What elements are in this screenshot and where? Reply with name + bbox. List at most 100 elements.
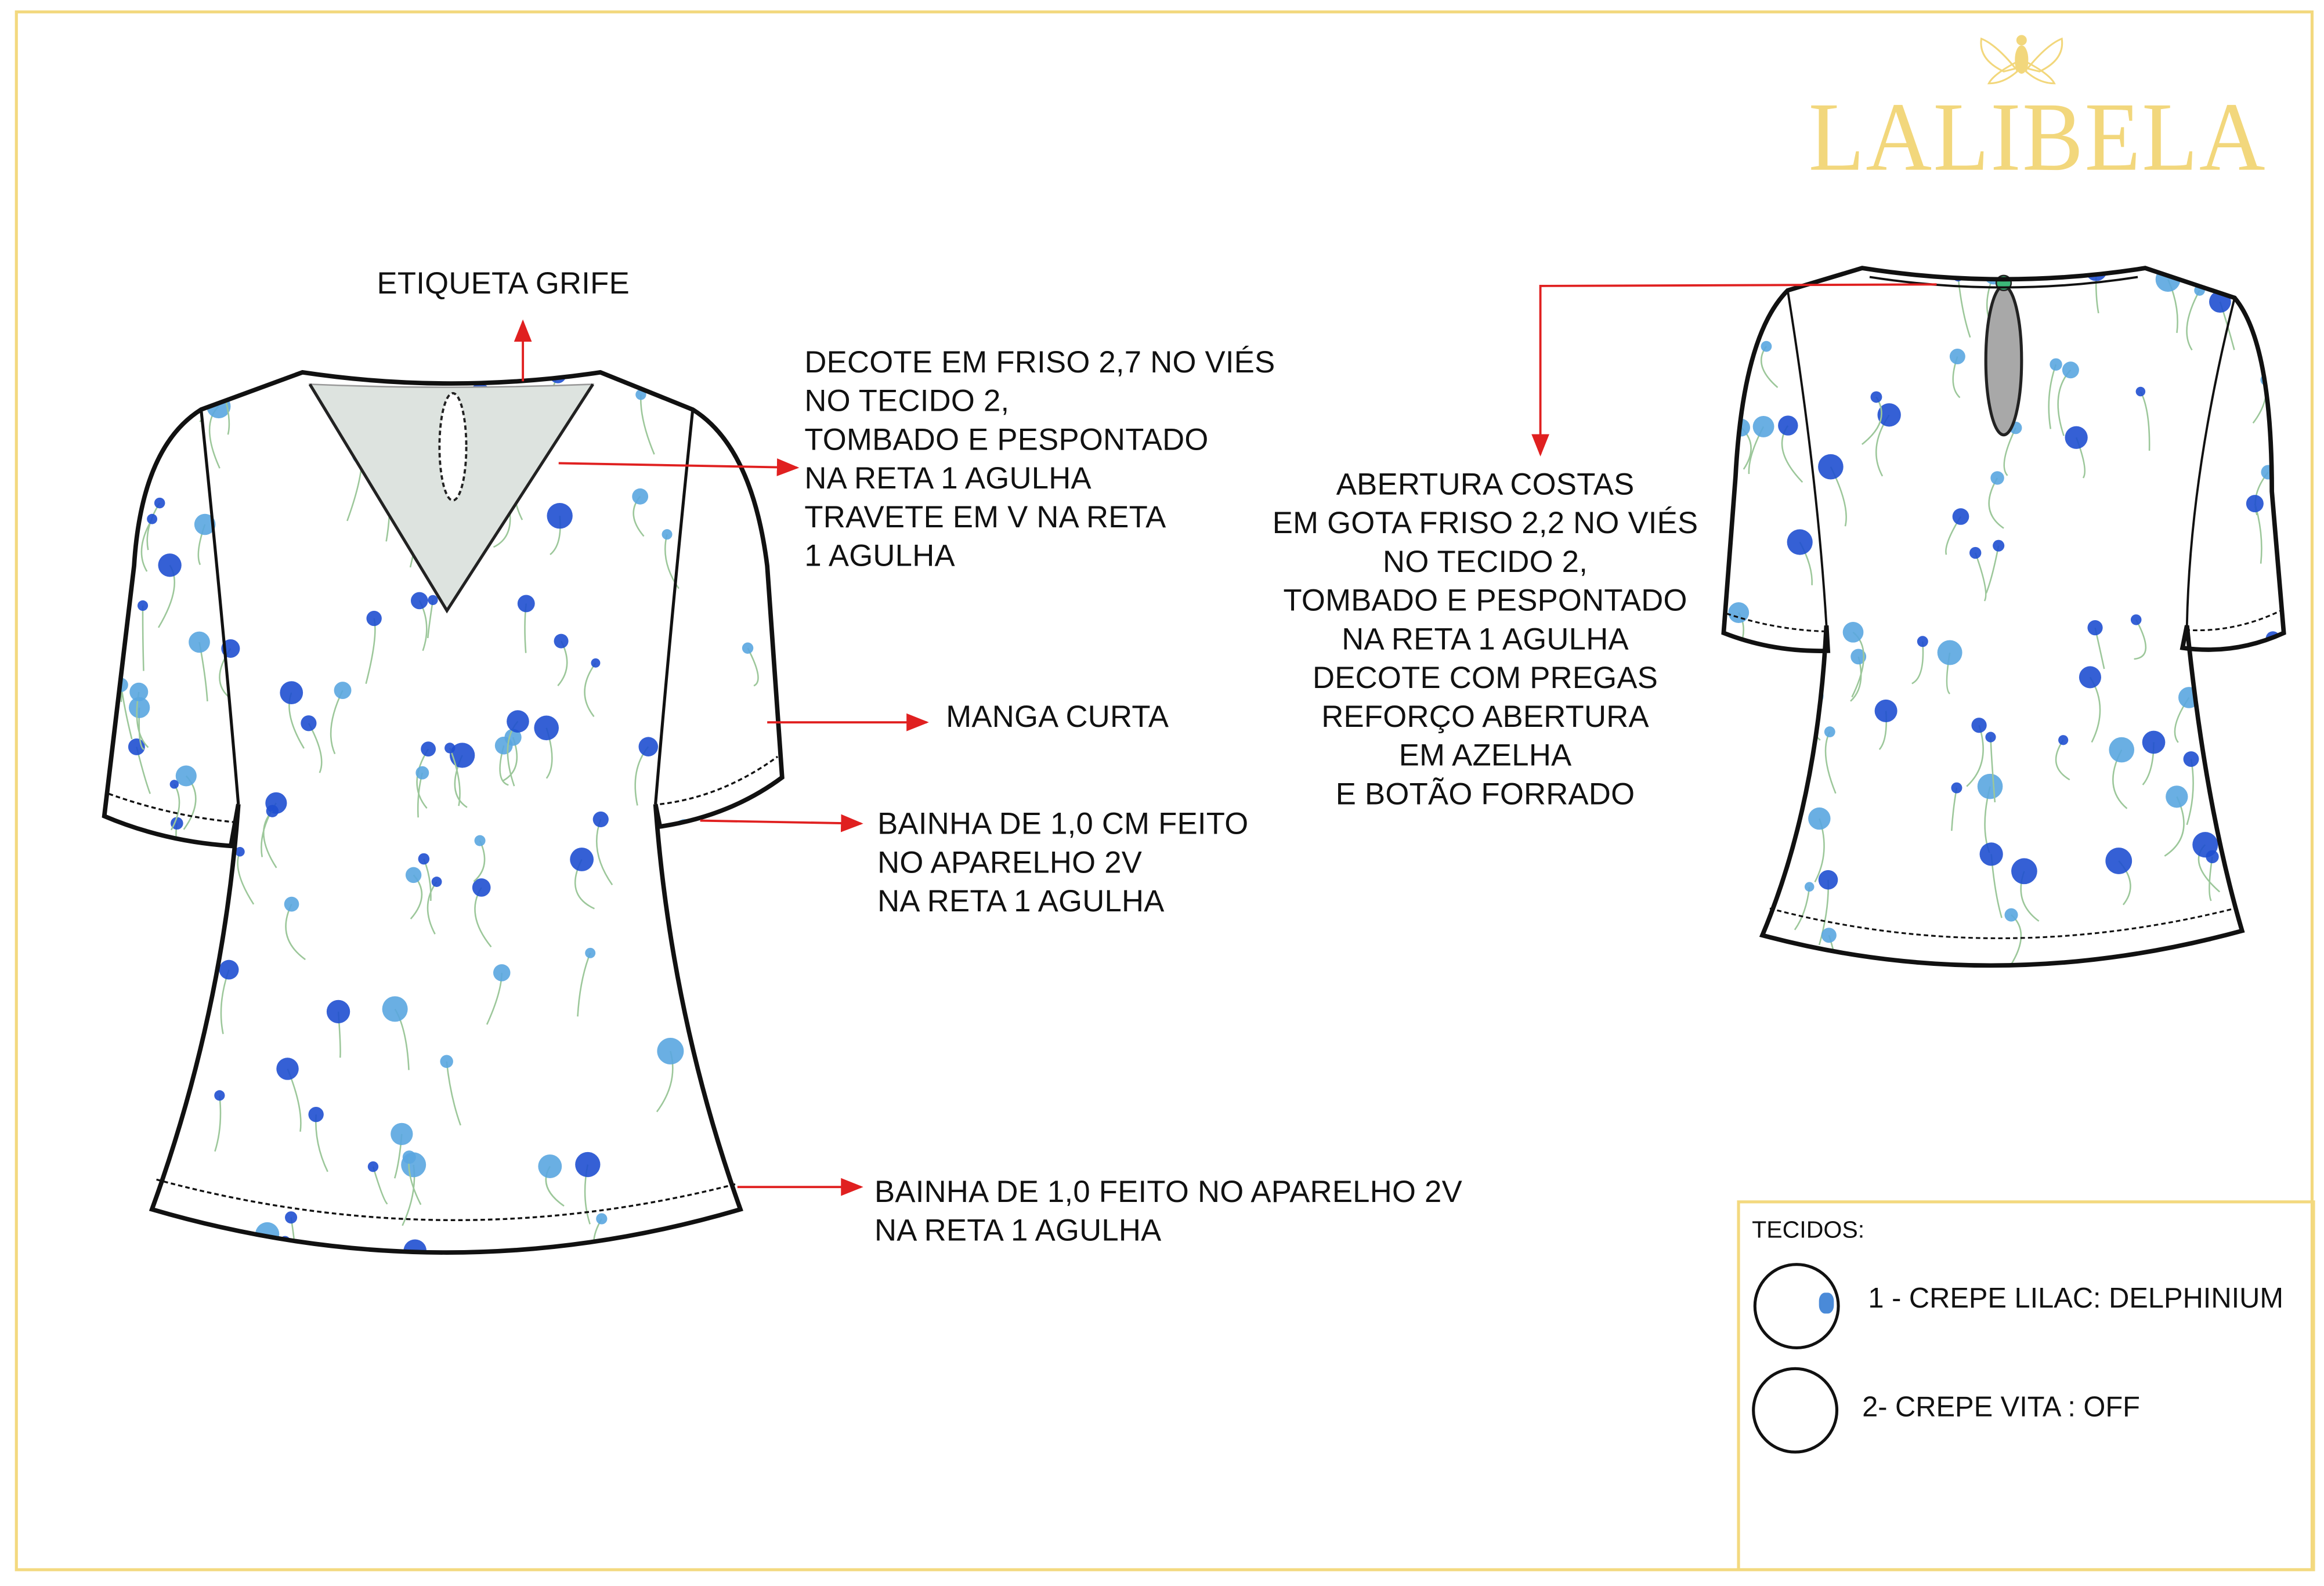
flower-icon xyxy=(183,1026,198,1042)
flower-icon xyxy=(2222,761,2240,778)
flower-icon xyxy=(461,1258,487,1284)
flower-stem xyxy=(747,647,759,687)
flower-icon xyxy=(657,1037,684,1064)
flower-stem xyxy=(2264,638,2274,689)
fabric-2-label: 2- CREPE VITA : OFF xyxy=(1862,1392,2140,1424)
flower-icon xyxy=(2079,666,2101,689)
flower-icon xyxy=(402,1150,416,1164)
flower-icon xyxy=(1808,807,1831,830)
flower-stem xyxy=(449,748,461,806)
flower-stem xyxy=(1861,396,1882,446)
flower-icon xyxy=(1754,303,1768,317)
flower-stem xyxy=(261,1234,272,1253)
flower-icon xyxy=(1818,870,1838,890)
note-line: NA RETA 1 AGULHA xyxy=(877,884,1165,919)
flower-icon xyxy=(154,497,165,509)
note-line: BAINHA DE 1,0 CM FEITO xyxy=(877,807,1249,842)
flower-icon xyxy=(405,867,422,883)
note-bainha-manga: BAINHA DE 1,0 CM FEITO NO APARELHO 2V NA… xyxy=(877,806,1248,922)
flower-icon xyxy=(326,1000,350,1024)
note-line: E BOTÃO FORRADO xyxy=(1335,777,1635,812)
flower-icon xyxy=(1969,546,1982,559)
bee-logo-icon xyxy=(1980,35,2063,85)
flower-icon xyxy=(208,372,227,385)
note-decote: DECOTE EM FRISO 2,7 NO VIÉS NO TECIDO 2,… xyxy=(804,344,1275,576)
note-line: NA RETA 1 AGULHA xyxy=(1342,622,1629,657)
flower-icon xyxy=(280,681,303,704)
flower-stem xyxy=(285,904,306,961)
flower-icon xyxy=(137,600,149,611)
flower-stem xyxy=(2055,740,2070,781)
flower-icon xyxy=(2105,848,2133,874)
flower-icon xyxy=(431,877,442,887)
flower-stem xyxy=(1985,545,2000,594)
note-abertura: ABERTURA COSTAS EM GOTA FRISO 2,2 NO VIÉ… xyxy=(1247,466,1724,815)
flower-icon xyxy=(175,765,197,787)
flower-stem xyxy=(763,1266,775,1312)
flower-icon xyxy=(367,1161,379,1172)
flower-icon xyxy=(440,1055,453,1069)
note-line: NO TECIDO 2, xyxy=(1383,545,1588,580)
back-keyhole xyxy=(1984,284,2023,437)
note-line: TOMBADO E PESPONTADO xyxy=(804,423,1209,458)
flower-icon xyxy=(493,964,511,982)
annotation-arrows xyxy=(514,283,1937,1196)
flower-icon xyxy=(507,710,529,733)
note-line: NA RETA 1 AGULHA xyxy=(804,461,1091,496)
flower-icon xyxy=(1971,718,1987,733)
flower-icon xyxy=(472,878,491,897)
note-line: NO APARELHO 2V xyxy=(877,846,1143,881)
flower-icon xyxy=(301,715,317,732)
flower-stem xyxy=(214,1095,222,1152)
flower-stem xyxy=(120,512,128,576)
flower-stem xyxy=(671,1239,679,1253)
flower-icon xyxy=(266,805,279,817)
flower-icon xyxy=(632,488,649,505)
label-etiqueta: ETIQUETA GRIFE xyxy=(377,266,630,301)
flower-icon xyxy=(2135,386,2146,397)
flower-icon xyxy=(575,1152,601,1178)
flower-icon xyxy=(334,682,352,699)
note-line: DECOTE EM FRISO 2,7 NO VIÉS xyxy=(804,345,1275,380)
flower-stem xyxy=(446,1061,461,1126)
flower-icon xyxy=(1951,782,1962,794)
flower-stem xyxy=(427,881,438,935)
flower-icon xyxy=(2255,867,2278,890)
flower-icon xyxy=(1778,415,1798,436)
flower-stem xyxy=(584,662,597,718)
flower-icon xyxy=(2210,696,2224,709)
flower-icon xyxy=(1821,928,1837,943)
front-keyhole xyxy=(438,392,468,502)
flower-icon xyxy=(2220,794,2246,819)
flower-icon xyxy=(2065,426,2088,449)
flower-stem xyxy=(372,1166,388,1205)
flower-icon xyxy=(147,513,158,524)
flower-icon xyxy=(214,1262,226,1273)
flower-icon xyxy=(2058,735,2069,745)
flower-stem xyxy=(1975,552,1987,602)
flower-icon xyxy=(547,503,573,529)
flower-icon xyxy=(366,610,382,627)
back-blouse-drawing xyxy=(1721,266,2286,968)
flower-stem xyxy=(427,600,434,639)
flower-icon xyxy=(596,1213,608,1225)
flower-stem xyxy=(2251,878,2268,922)
flower-stem xyxy=(1966,725,1984,787)
flower-icon xyxy=(114,506,128,519)
flower-icon xyxy=(1850,649,1867,665)
swatch-off-white-icon xyxy=(1752,1367,1839,1454)
flower-icon xyxy=(1804,882,1815,892)
flower-icon xyxy=(194,513,216,535)
flower-icon xyxy=(444,743,456,754)
flower-icon xyxy=(1752,416,1774,437)
flower-stem xyxy=(146,502,161,551)
flower-icon xyxy=(190,379,200,389)
fabrics-legend: TECIDOS: 1 - CREPE LILAC: DELPHINIUM 2- … xyxy=(1737,1200,2315,1571)
flower-stem xyxy=(414,1250,425,1253)
flower-icon xyxy=(1753,697,1768,712)
flower-icon xyxy=(591,658,601,668)
flower-icon xyxy=(415,766,429,780)
note-line: REFORÇO ABERTURA xyxy=(1321,700,1649,734)
